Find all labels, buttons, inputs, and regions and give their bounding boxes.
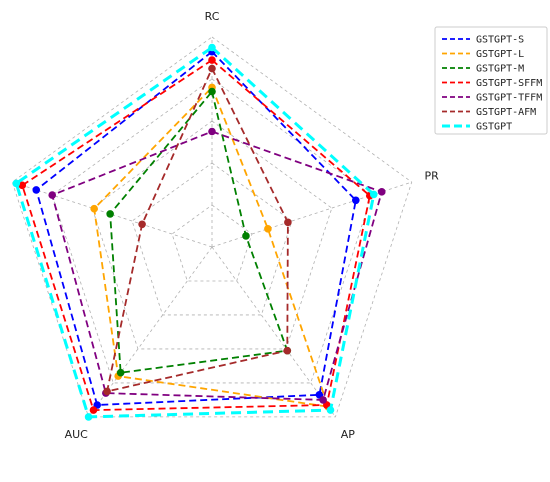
data-point-pr: [242, 232, 250, 240]
series-line: [14, 45, 376, 419]
series-line: [109, 89, 289, 374]
data-point-f1: [48, 191, 57, 199]
series-gstgpt-sffm: [18, 56, 374, 414]
data-point-f1: [12, 179, 21, 188]
data-point-auc: [103, 387, 111, 396]
series-gstgpt-afm: [103, 64, 292, 396]
data-point-pr: [377, 188, 386, 196]
data-point-rc: [208, 56, 216, 64]
series-gstgpt-m: [106, 87, 292, 377]
axis-label-auc: AUC: [65, 428, 89, 441]
series-group: [12, 43, 386, 421]
data-point-pr: [351, 196, 360, 205]
data-point-f1: [32, 186, 41, 194]
axis-labels: RCPRAPAUCF1: [65, 10, 440, 441]
series-line: [51, 130, 383, 401]
data-point-f1: [90, 204, 98, 213]
legend-label: GSTGPT-L: [476, 49, 524, 60]
axis-label-rc: RC: [205, 10, 220, 23]
data-point-rc: [208, 43, 216, 52]
legend: GSTGPT-S GSTGPT-L GSTGPT-M GSTGPT-SFFM GSTGP…: [434, 26, 548, 135]
data-point-rc: [208, 64, 216, 73]
grid-ring-5: [11, 36, 413, 418]
data-point-ap: [326, 406, 335, 414]
axis-label-pr: PR: [425, 170, 440, 183]
legend-label: GSTGPT: [476, 122, 512, 133]
grid-ring-2: [131, 162, 293, 316]
data-point-f1: [138, 220, 146, 229]
grid-spoke-2: [211, 246, 336, 418]
data-point-pr: [369, 190, 378, 199]
series-gstgpt: [12, 43, 378, 421]
series-gstgpt-s: [32, 47, 360, 409]
legend-label: GSTGPT-TFFM: [476, 93, 542, 104]
data-point-f1: [106, 210, 114, 218]
data-point-ap: [319, 396, 327, 404]
data-point-auc: [89, 406, 98, 414]
grid-ring-1: [171, 204, 253, 282]
data-point-auc: [116, 368, 125, 377]
data-point-rc: [208, 127, 216, 136]
data-point-auc: [84, 413, 93, 421]
legend-label: GSTGPT-M: [476, 64, 524, 75]
legend-label: GSTGPT-SFFM: [476, 78, 542, 89]
legend-label: GSTGPT-AFM: [476, 107, 536, 118]
data-point-ap: [283, 346, 292, 355]
data-point-pr: [264, 225, 272, 233]
data-point-pr: [284, 218, 292, 227]
data-point-rc: [208, 87, 216, 96]
legend-label: GSTGPT-S: [476, 35, 524, 46]
series-line: [21, 58, 371, 412]
series-line: [93, 85, 330, 408]
axis-label-ap: AP: [341, 428, 356, 441]
series-line: [105, 66, 289, 393]
data-point-f1: [18, 181, 27, 190]
